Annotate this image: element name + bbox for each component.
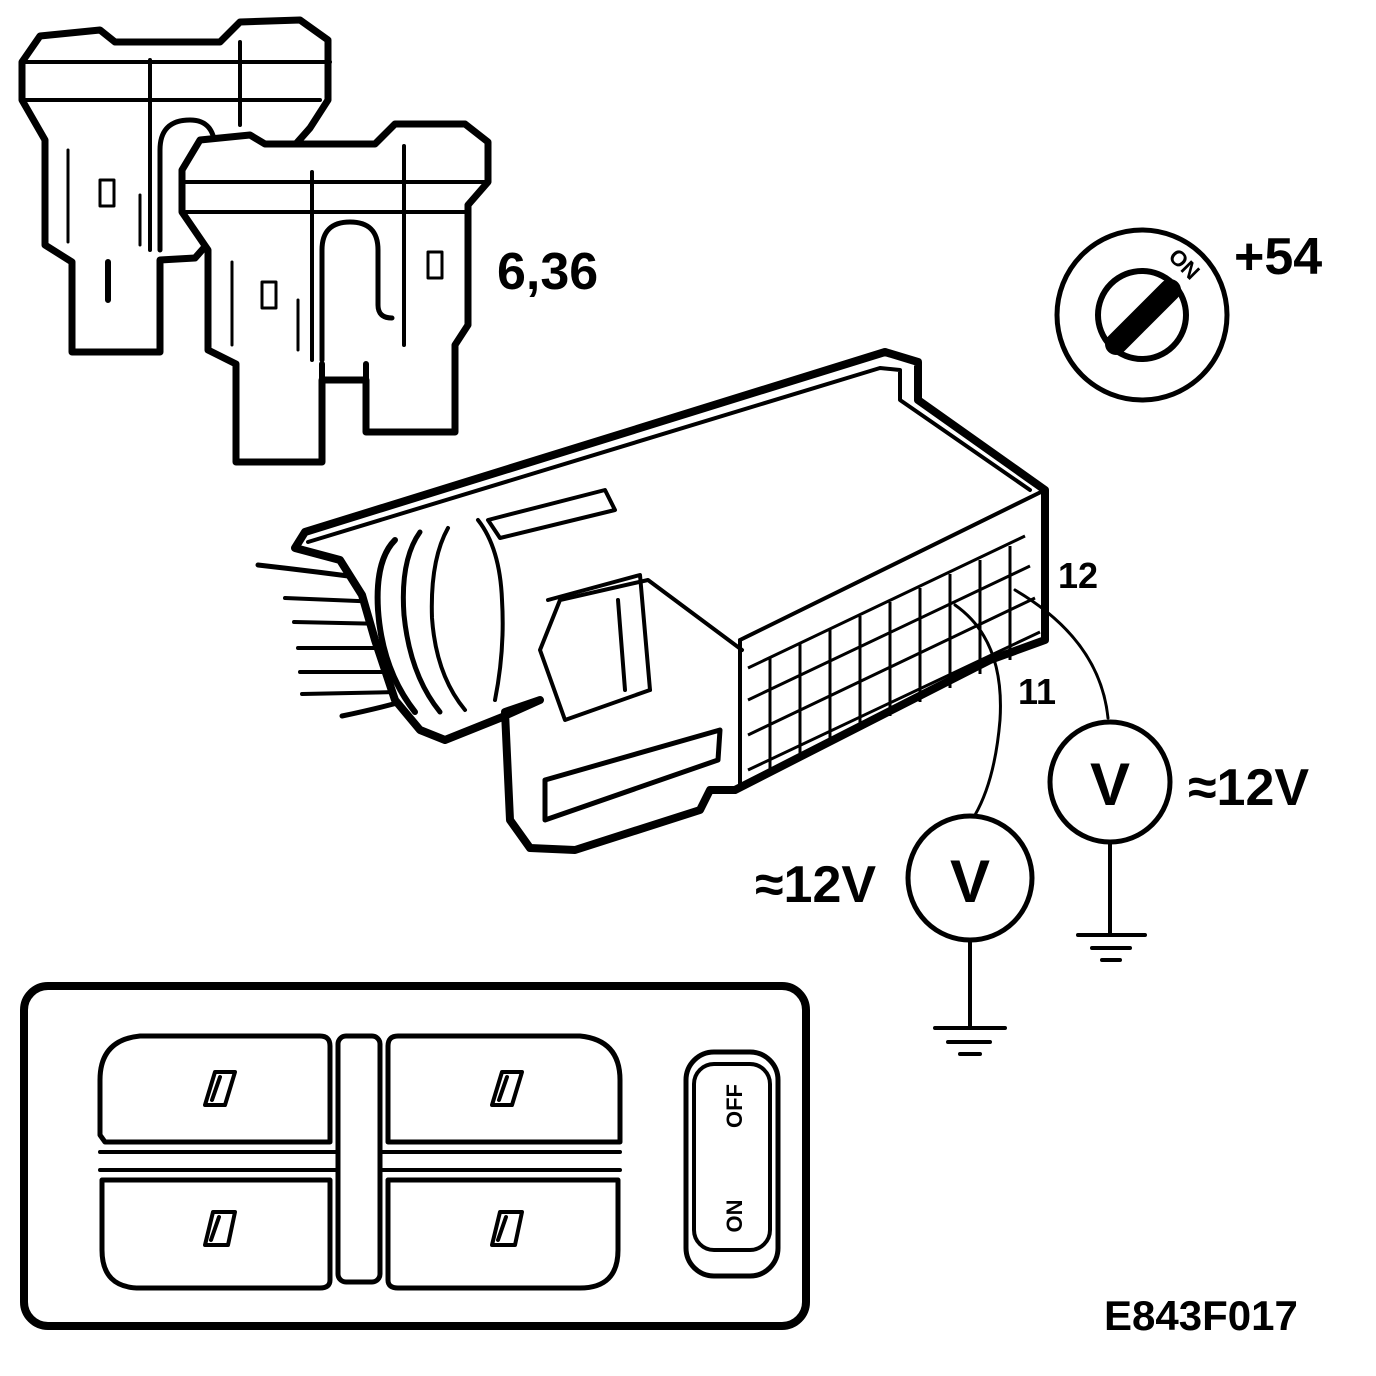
window-icon [203,1070,237,1107]
window-switch-panel: OFF ON [20,982,810,1330]
rocker-off-label: OFF [722,1084,747,1128]
window-icon [203,1210,237,1247]
ignition-key-icon [1105,279,1181,355]
rocker-on-label: ON [722,1200,747,1233]
lock-rocker-switch: OFF ON [683,1049,781,1279]
connector-latch [542,727,723,823]
window-switch-front-right [385,1033,623,1145]
pin-11-label: 11 [1018,671,1056,712]
fuse-illustration: 6,36 [18,16,598,466]
ignition-switch: ON +54 [1054,227,1322,403]
pin-12-label: 12 [1058,555,1098,596]
voltmeter-right: V ≈12V [1013,588,1309,962]
window-switch-front-left [97,1033,333,1145]
ignition-label: +54 [1234,228,1322,286]
voltmeter-right-symbol: V [1090,751,1130,818]
connector-illustration: 12 11 [255,348,1098,854]
figure-code: E843F017 [1104,1292,1298,1339]
voltmeter-left-symbol: V [950,848,990,915]
window-switch-rear-left [99,1177,333,1291]
connector-housing [291,348,1049,854]
window-icon [490,1070,524,1107]
fuse-label: 6,36 [497,243,598,301]
connector-strain-relief [374,488,617,715]
fuse-front [178,120,492,466]
window-switch-rear-right [385,1177,621,1291]
connector-pin-grid [747,534,1041,772]
voltmeter-right-reading: ≈12V [1188,759,1309,817]
voltmeter-left: V ≈12V [755,603,1035,1056]
window-icon [490,1210,524,1247]
voltmeter-left-reading: ≈12V [755,856,876,914]
